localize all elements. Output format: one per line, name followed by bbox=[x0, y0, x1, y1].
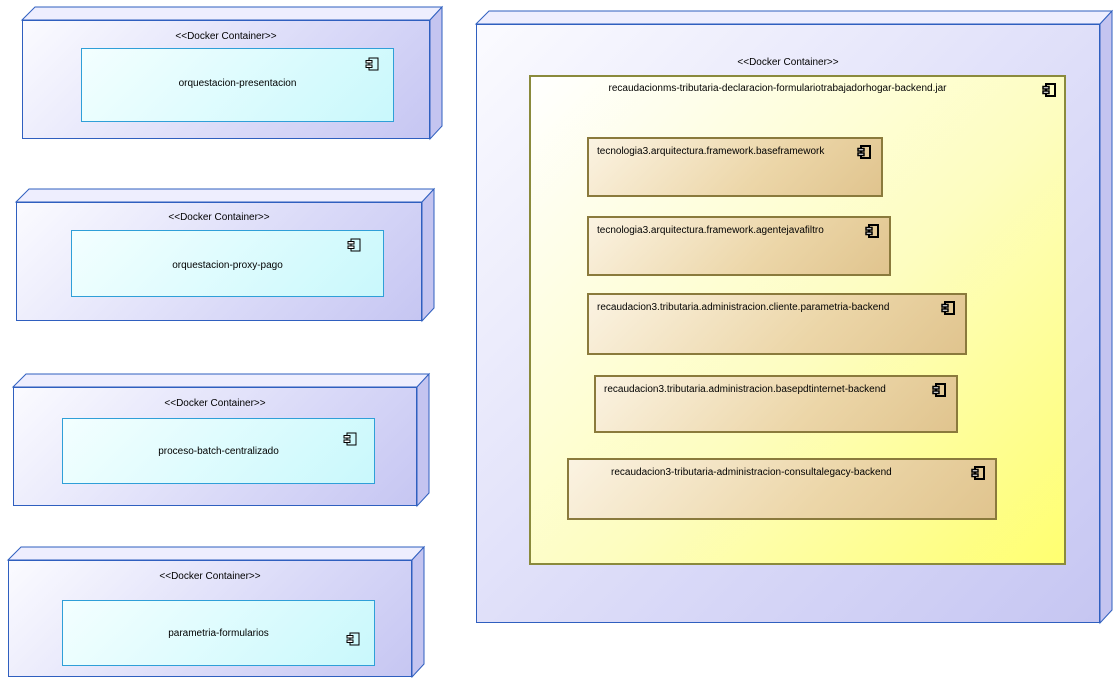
stereotype-label: <<Docker Container>> bbox=[737, 57, 839, 68]
docker-container-node-parametria[interactable]: <<Docker Container>> parametria-formular… bbox=[6, 545, 426, 678]
stereotype-label: <<Docker Container>> bbox=[159, 571, 261, 582]
component-parametria-formularios[interactable]: parametria-formularios bbox=[62, 600, 375, 666]
library-name: recaudacion3.tributaria.administracion.c… bbox=[597, 302, 890, 313]
library-name: tecnologia3.arquitectura.framework.basef… bbox=[597, 146, 825, 157]
stereotype-label: <<Docker Container>> bbox=[168, 212, 270, 223]
uml-component-icon bbox=[347, 238, 361, 252]
uml-component-icon bbox=[932, 383, 946, 397]
uml-component-icon bbox=[1042, 83, 1056, 97]
jar-artifact-name: recaudacionms-tributaria-declaracion-for… bbox=[608, 83, 947, 94]
component-orquestacion-presentacion[interactable]: orquestacion-presentacion bbox=[81, 48, 394, 122]
library-name: tecnologia3.arquitectura.framework.agent… bbox=[597, 225, 824, 236]
library-cliente-parametria-backend[interactable]: recaudacion3.tributaria.administracion.c… bbox=[587, 293, 967, 355]
library-agentejavafiltro[interactable]: tecnologia3.arquitectura.framework.agent… bbox=[587, 216, 891, 276]
library-consultalegacy-backend[interactable]: recaudacion3-tributaria-administracion-c… bbox=[567, 458, 997, 520]
uml-component-icon bbox=[857, 145, 871, 159]
stereotype-label: <<Docker Container>> bbox=[175, 31, 277, 42]
component-proceso-batch-centralizado[interactable]: proceso-batch-centralizado bbox=[62, 418, 375, 484]
component-name: orquestacion-presentacion bbox=[178, 78, 297, 89]
docker-container-node-presentacion[interactable]: <<Docker Container>> orquestacion-presen… bbox=[20, 5, 444, 141]
uml-component-icon bbox=[343, 432, 357, 446]
uml-component-icon bbox=[865, 224, 879, 238]
uml-component-icon bbox=[941, 301, 955, 315]
stereotype-label: <<Docker Container>> bbox=[164, 398, 266, 409]
component-name: proceso-batch-centralizado bbox=[158, 446, 279, 457]
library-name: recaudacion3.tributaria.administracion.b… bbox=[604, 384, 886, 395]
uml-component-icon bbox=[971, 466, 985, 480]
library-baseframework[interactable]: tecnologia3.arquitectura.framework.basef… bbox=[587, 137, 883, 197]
jar-artifact[interactable]: recaudacionms-tributaria-declaracion-for… bbox=[529, 75, 1066, 565]
component-name: orquestacion-proxy-pago bbox=[172, 260, 283, 271]
docker-container-node-batch[interactable]: <<Docker Container>> proceso-batch-centr… bbox=[11, 372, 431, 508]
uml-component-icon bbox=[365, 57, 379, 71]
library-basepdtinternet-backend[interactable]: recaudacion3.tributaria.administracion.b… bbox=[594, 375, 958, 433]
component-name: parametria-formularios bbox=[168, 628, 269, 639]
docker-container-node-main[interactable]: <<Docker Container>> recaudacionms-tribu… bbox=[474, 9, 1113, 625]
docker-container-node-proxy-pago[interactable]: <<Docker Container>> orquestacion-proxy-… bbox=[14, 187, 436, 323]
library-name: recaudacion3-tributaria-administracion-c… bbox=[611, 467, 892, 478]
component-orquestacion-proxy-pago[interactable]: orquestacion-proxy-pago bbox=[71, 230, 384, 297]
